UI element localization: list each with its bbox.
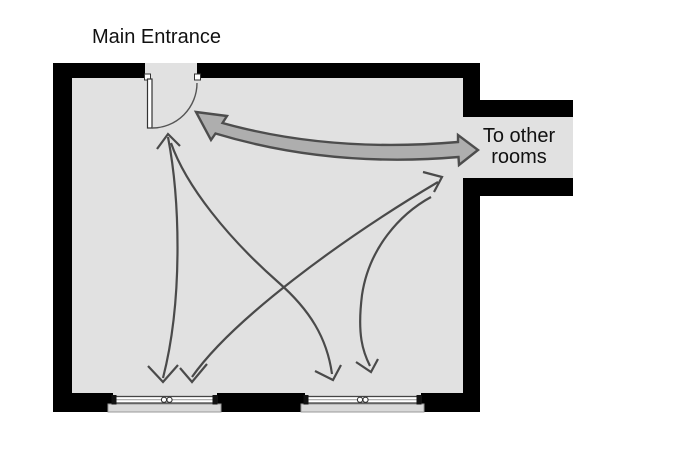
door-swing-arc xyxy=(151,82,198,129)
walls xyxy=(53,63,573,412)
wall-bottom-middle xyxy=(217,393,305,412)
window-handle xyxy=(362,396,369,403)
wall-corridor-bottom xyxy=(463,178,573,196)
window-symbol-right xyxy=(300,395,425,413)
door-symbol xyxy=(144,73,201,129)
wall-right-lower xyxy=(463,178,480,412)
arrowhead-down-right-window-2 xyxy=(355,358,379,374)
window-handle xyxy=(166,396,173,403)
flow-arrow-left-window-corridor xyxy=(191,181,439,378)
window-handle xyxy=(356,396,364,403)
wall-corridor-top xyxy=(463,100,573,117)
arrowhead-to-corridor xyxy=(422,170,444,193)
wall-bottom-right xyxy=(421,393,480,412)
door-leaf xyxy=(146,78,153,129)
corridor-destination-label: To other rooms xyxy=(482,125,556,168)
window-sill xyxy=(300,403,425,413)
door-jamb-right xyxy=(194,73,201,81)
flow-arrows xyxy=(147,132,444,384)
arrowhead-down-right-window xyxy=(314,364,342,382)
wall-top-left xyxy=(53,63,145,78)
arrowhead-down-left-window xyxy=(147,364,179,384)
flow-arrow-door-left-window xyxy=(161,136,179,379)
corridor-opening xyxy=(463,117,573,178)
window-end-cap xyxy=(303,395,309,405)
window-handle xyxy=(160,396,168,403)
flow-arrow-corridor-right-window xyxy=(359,196,432,367)
window-sill xyxy=(107,403,222,413)
wall-bottom-left xyxy=(53,393,113,412)
wall-left xyxy=(53,63,72,412)
window-end-cap xyxy=(416,395,422,405)
window-end-cap xyxy=(111,395,117,405)
flow-arrow-door-right-window xyxy=(169,142,334,375)
circulation-arrow-body xyxy=(193,110,480,168)
arrowhead-up-at-door xyxy=(156,132,181,150)
main-entrance-label: Main Entrance xyxy=(92,26,221,48)
room-interior xyxy=(72,63,573,397)
window-end-cap xyxy=(212,395,218,405)
arrowhead-down-left-window-2 xyxy=(179,363,208,384)
doorway-opening xyxy=(145,63,197,79)
window-symbol-left xyxy=(107,395,222,413)
wall-top-right xyxy=(197,63,480,78)
circulation-double-arrow xyxy=(193,110,480,168)
